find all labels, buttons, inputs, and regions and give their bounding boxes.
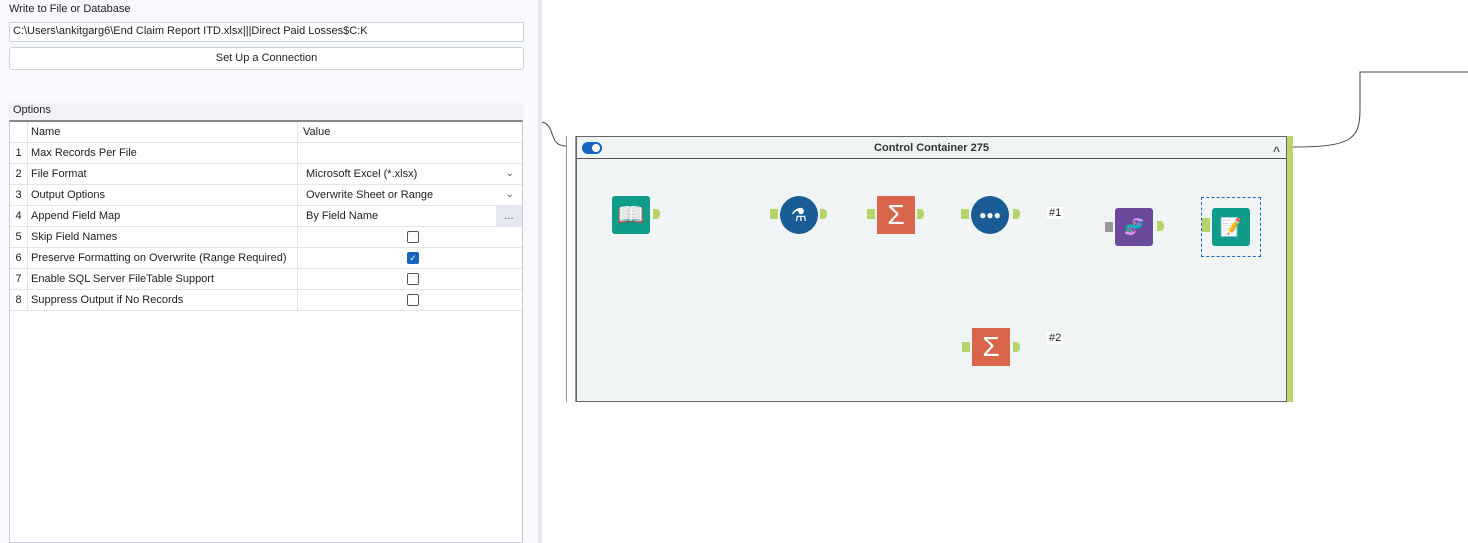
checkbox[interactable] xyxy=(407,294,419,306)
dna-icon: 🧬 xyxy=(1124,219,1144,236)
row-index: 1 xyxy=(10,143,28,163)
dots-icon: ●●● xyxy=(979,208,1001,222)
union-tool[interactable]: 🧬 xyxy=(1115,208,1153,246)
document-icon: 📝 xyxy=(1219,216,1243,237)
outgoing-connection xyxy=(1292,71,1468,148)
checkbox[interactable]: ✓ xyxy=(407,252,419,264)
row-name: Max Records Per File xyxy=(30,143,298,163)
row-value: By Field Name xyxy=(306,210,379,222)
row-value-cell[interactable]: By Field Name... xyxy=(302,206,522,226)
row-value-cell[interactable] xyxy=(302,269,522,289)
row-value-cell[interactable]: Overwrite Sheet or Range ⌄ xyxy=(302,185,522,205)
header-value: Value xyxy=(303,126,331,138)
row-name: Preserve Formatting on Overwrite (Range … xyxy=(30,248,298,268)
anchor-icon[interactable] xyxy=(1013,209,1020,219)
checkbox[interactable] xyxy=(407,231,419,243)
header-name: Name xyxy=(30,122,298,142)
chevron-down-icon[interactable]: ⌄ xyxy=(505,189,514,200)
toggle-icon[interactable] xyxy=(582,142,602,154)
setup-connection-button[interactable]: Set Up a Connection xyxy=(9,47,524,70)
anchor-icon[interactable] xyxy=(961,209,969,219)
panel-splitter[interactable] xyxy=(538,0,542,543)
anchor-icon[interactable] xyxy=(1202,218,1210,232)
field-map-button[interactable]: ... xyxy=(496,206,522,226)
multi-anchor-icon[interactable] xyxy=(1105,222,1113,232)
row-name: File Format xyxy=(30,164,298,184)
row-name: Output Options xyxy=(30,185,298,205)
anchor-icon[interactable] xyxy=(867,209,875,219)
anchor-icon[interactable] xyxy=(653,209,660,219)
output-data-tool[interactable]: 📝 xyxy=(1212,208,1250,246)
input-data-tool[interactable]: 📖 xyxy=(612,196,650,234)
anchor-icon[interactable] xyxy=(770,209,778,219)
row-value-cell[interactable]: ✓ xyxy=(302,248,522,268)
row-name: Append Field Map xyxy=(30,206,298,226)
row-index: 3 xyxy=(10,185,28,205)
anchor-icon[interactable] xyxy=(1013,342,1020,352)
flask-icon: ⚗ xyxy=(790,204,808,225)
container-left-edge xyxy=(566,136,576,402)
row-value-cell[interactable]: Microsoft Excel (*.xlsx) ⌄ xyxy=(302,164,522,184)
incoming-connection xyxy=(541,121,567,147)
panel-title: Write to File or Database xyxy=(9,3,131,15)
container-title-bar[interactable]: Control Container 275 ^ xyxy=(577,137,1286,159)
container-title: Control Container 275 xyxy=(874,142,989,154)
anchor-icon[interactable] xyxy=(962,342,970,352)
options-label: Options xyxy=(9,103,524,120)
row-value: Microsoft Excel (*.xlsx) xyxy=(306,168,418,180)
summarize-tool[interactable]: Σ xyxy=(877,196,915,234)
row-value-cell[interactable] xyxy=(302,227,522,247)
row-index: 2 xyxy=(10,164,28,184)
sigma-icon: Σ xyxy=(982,331,1000,362)
row-index: 4 xyxy=(10,206,28,226)
row-name: Enable SQL Server FileTable Support xyxy=(30,269,298,289)
row-value-cell[interactable] xyxy=(302,290,522,310)
control-container[interactable]: Control Container 275 ^ xyxy=(576,136,1287,402)
row-index: 5 xyxy=(10,227,28,247)
row-index: 6 xyxy=(10,248,28,268)
sample-tool[interactable]: ●●● xyxy=(971,196,1009,234)
chevron-down-icon[interactable]: ⌄ xyxy=(505,168,514,179)
row-name: Suppress Output if No Records xyxy=(30,290,298,310)
file-path-input[interactable]: C:\Users\ankitgarg6\End Claim Report ITD… xyxy=(9,22,524,42)
configuration-panel: Write to File or Database C:\Users\ankit… xyxy=(0,0,538,543)
book-icon: 📖 xyxy=(617,202,645,227)
summarize-tool-2[interactable]: Σ xyxy=(972,328,1010,366)
sigma-icon: Σ xyxy=(887,199,905,230)
table-header: Name Value xyxy=(10,122,522,143)
anchor-icon[interactable] xyxy=(917,209,924,219)
selection-box xyxy=(1201,197,1261,257)
collapse-icon[interactable]: ^ xyxy=(1272,144,1280,158)
container-output-anchor[interactable] xyxy=(1287,136,1293,402)
row-name: Skip Field Names xyxy=(30,227,298,247)
row-index: 7 xyxy=(10,269,28,289)
row-value: Overwrite Sheet or Range xyxy=(306,189,434,201)
anchor-icon[interactable] xyxy=(820,209,827,219)
anchor-icon[interactable] xyxy=(1157,221,1164,231)
checkbox[interactable] xyxy=(407,273,419,285)
connection-label-1: #1 xyxy=(1047,207,1064,219)
row-index: 8 xyxy=(10,290,28,310)
formula-tool[interactable]: ⚗ xyxy=(780,196,818,234)
connection-label-2: #2 xyxy=(1047,332,1064,344)
